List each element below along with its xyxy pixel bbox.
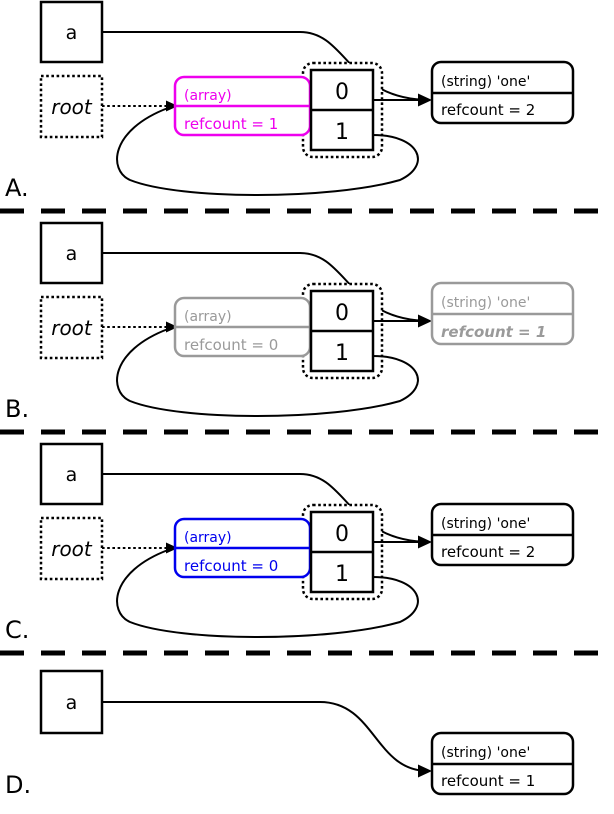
panel-letter-c: C. — [5, 616, 29, 644]
variable-label: a — [66, 464, 78, 486]
root-box: root — [39, 295, 104, 360]
root-box: root — [39, 74, 104, 139]
edge-a-to-string — [102, 252, 431, 322]
variable-label: a — [66, 22, 78, 44]
variable-box-a: a — [39, 221, 104, 285]
array-cell-index-1: 1 — [335, 562, 349, 587]
array-box: (array) refcount = 0 — [173, 517, 312, 579]
array-cell-index-1: 1 — [335, 341, 349, 366]
string-refcount-label: refcount = 2 — [441, 101, 535, 119]
string-box: (string) 'one' refcount = 1 — [430, 281, 575, 346]
edge-string-arrowhead — [418, 314, 432, 328]
panel-d: a (string) 'one' refcount = 1 D. — [5, 669, 575, 799]
array-refcount-label: refcount = 1 — [184, 115, 278, 133]
string-box: (string) 'one' refcount = 1 — [430, 731, 575, 796]
panel-letter-a: A. — [5, 174, 29, 202]
string-type-label: (string) 'one' — [441, 745, 530, 761]
variable-label: a — [66, 692, 78, 714]
variable-label: a — [66, 243, 78, 265]
array-cells: 0 1 — [309, 289, 375, 373]
edge-string-arrowhead — [418, 535, 432, 549]
string-refcount-label: refcount = 1 — [441, 772, 535, 790]
edge-a-to-string — [102, 473, 431, 543]
array-cell-index-0: 0 — [335, 301, 349, 326]
string-box: (string) 'one' refcount = 2 — [430, 60, 575, 125]
array-type-label: (array) — [184, 530, 232, 546]
root-label: root — [51, 537, 93, 561]
edge-root-arrowhead — [166, 321, 178, 333]
panel-letter-d: D. — [5, 771, 31, 799]
array-cell-index-0: 0 — [335, 80, 349, 105]
panel-letter-b: B. — [5, 395, 29, 423]
panel-a: a root (array) refcount = 1 0 1 — [5, 0, 575, 202]
root-label: root — [51, 316, 93, 340]
variable-box-a: a — [39, 669, 104, 735]
array-refcount-label: refcount = 0 — [184, 336, 278, 354]
edge-cell1-to-array — [116, 549, 419, 638]
array-type-label: (array) — [184, 88, 232, 104]
edge-string-arrowhead — [418, 93, 432, 107]
array-box: (array) refcount = 1 — [173, 75, 312, 137]
separator-1 — [0, 208, 614, 214]
edge-string-arrowhead — [418, 764, 432, 778]
array-cells: 0 1 — [309, 68, 375, 152]
panel-b: a root (array) refcount = 0 0 1 — [5, 221, 575, 423]
array-cell-index-0: 0 — [335, 522, 349, 547]
variable-box-a: a — [39, 0, 104, 64]
string-refcount-label: refcount = 1 — [441, 323, 546, 341]
string-type-label: (string) 'one' — [441, 74, 530, 90]
edge-cell1-to-array — [116, 107, 419, 196]
array-cells: 0 1 — [309, 510, 375, 594]
string-refcount-label: refcount = 2 — [441, 543, 535, 561]
separator-2 — [0, 429, 614, 435]
separator-3 — [0, 650, 614, 656]
array-refcount-label: refcount = 0 — [184, 557, 278, 575]
variable-box-a: a — [39, 442, 104, 506]
array-cell-index-1: 1 — [335, 120, 349, 145]
string-type-label: (string) 'one' — [441, 516, 530, 532]
panel-c: a root (array) refcount = 0 0 1 — [5, 442, 575, 644]
edge-root-arrowhead — [166, 100, 178, 112]
edge-cell1-to-array — [116, 328, 419, 417]
array-box: (array) refcount = 0 — [173, 296, 312, 358]
root-label: root — [51, 95, 93, 119]
root-box: root — [39, 516, 104, 581]
edge-a-to-string — [102, 701, 429, 772]
edge-root-arrowhead — [166, 542, 178, 554]
edge-a-to-string — [102, 31, 431, 101]
string-type-label: (string) 'one' — [441, 295, 530, 311]
array-type-label: (array) — [184, 309, 232, 325]
string-box: (string) 'one' refcount = 2 — [430, 502, 575, 567]
